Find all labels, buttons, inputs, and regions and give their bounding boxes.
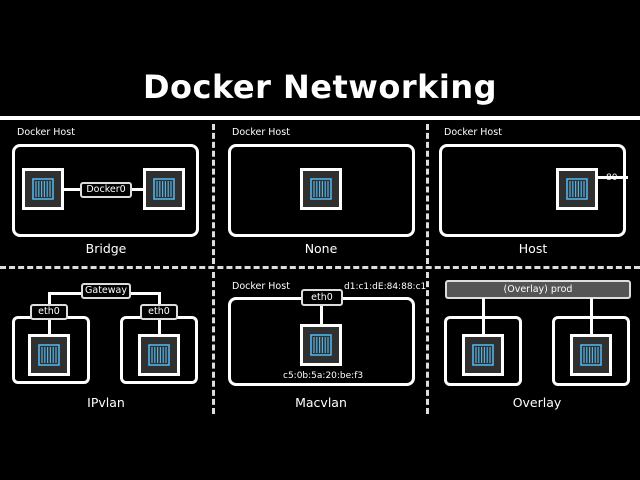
- host-mac-address: d1:c1:dE:84:88:c1: [344, 282, 427, 292]
- eth0-interface: eth0: [30, 304, 68, 320]
- container-icon: [300, 168, 342, 210]
- host-caption: Host: [518, 241, 548, 256]
- gateway-label: Gateway: [81, 283, 131, 299]
- gateway-link: [158, 292, 161, 306]
- docker-host-box: [439, 144, 626, 237]
- eth-link: [320, 304, 323, 328]
- page-title: Docker Networking: [142, 68, 498, 106]
- eth-link: [48, 320, 51, 336]
- port-link: [598, 176, 628, 179]
- container-icon: [138, 334, 180, 376]
- container-host-box: [552, 316, 630, 386]
- ipvlan-caption: IPvlan: [87, 395, 125, 410]
- eth-link: [158, 320, 161, 336]
- container-icon: [22, 168, 64, 210]
- docker-host-box: [12, 144, 199, 237]
- eth0-interface: eth0: [301, 289, 343, 306]
- container-icon: [462, 334, 504, 376]
- docker-host-label: Docker Host: [444, 127, 502, 138]
- docker0-bridge: Docker0: [80, 182, 132, 198]
- bridge-caption: Bridge: [85, 241, 127, 256]
- column-divider: [426, 272, 429, 414]
- column-divider: [426, 124, 429, 264]
- port-label: 80: [606, 173, 618, 183]
- docker-host-label: Docker Host: [17, 127, 75, 138]
- column-divider: [212, 272, 215, 414]
- container-icon: [28, 334, 70, 376]
- column-divider: [212, 124, 215, 264]
- overlay-network-bar: (Overlay) prod: [445, 280, 631, 299]
- docker-host-box: [228, 144, 415, 237]
- container-icon: [300, 324, 342, 366]
- container-icon: [570, 334, 612, 376]
- container-icon: [556, 168, 598, 210]
- container-icon: [143, 168, 185, 210]
- docker-host-label: Docker Host: [232, 281, 290, 292]
- macvlan-caption: Macvlan: [295, 395, 347, 410]
- gateway-link: [48, 292, 51, 306]
- none-caption: None: [304, 241, 338, 256]
- eth0-interface: eth0: [140, 304, 178, 320]
- row-divider: [0, 266, 640, 269]
- overlay-caption: Overlay: [512, 395, 562, 410]
- docker-host-label: Docker Host: [232, 127, 290, 138]
- title-divider: [0, 116, 640, 120]
- container-mac-address: c5:0b:5a:20:be:f3: [283, 371, 364, 381]
- container-host-box: [444, 316, 522, 386]
